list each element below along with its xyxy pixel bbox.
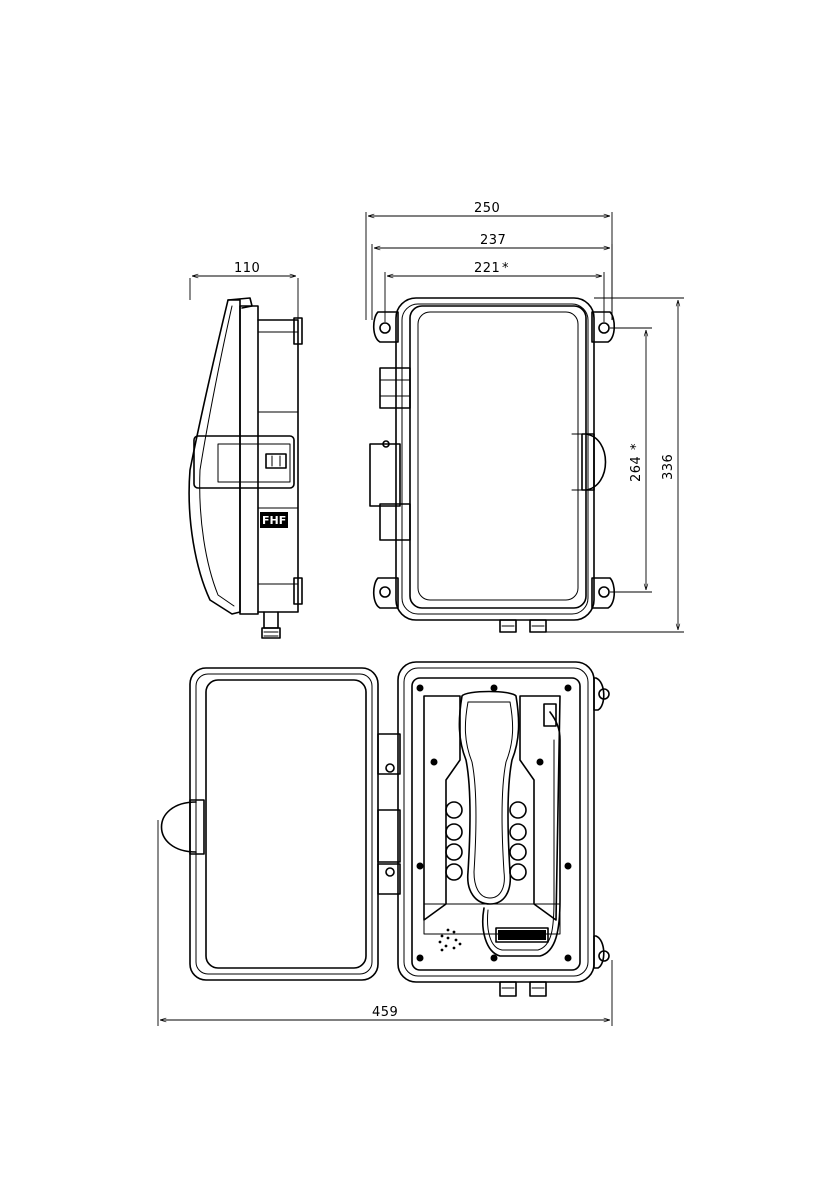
dim-marker-264: *	[629, 443, 644, 450]
dim-label-250: 250	[474, 201, 500, 216]
open-view	[162, 662, 610, 996]
dim-label-264: 264	[629, 456, 644, 482]
logo-label: FHF	[262, 514, 286, 527]
dim-marker-221: *	[502, 261, 509, 276]
dim-label-336: 336	[661, 454, 676, 480]
dim-label-459: 459	[372, 1005, 398, 1020]
dim-label-221: 221	[474, 261, 500, 276]
dim-label-110: 110	[234, 261, 260, 276]
dim-label-237: 237	[480, 233, 506, 248]
speaker-grille	[439, 929, 462, 952]
side-view	[189, 298, 302, 638]
dimension-lines	[158, 212, 684, 1026]
front-view	[370, 298, 614, 632]
